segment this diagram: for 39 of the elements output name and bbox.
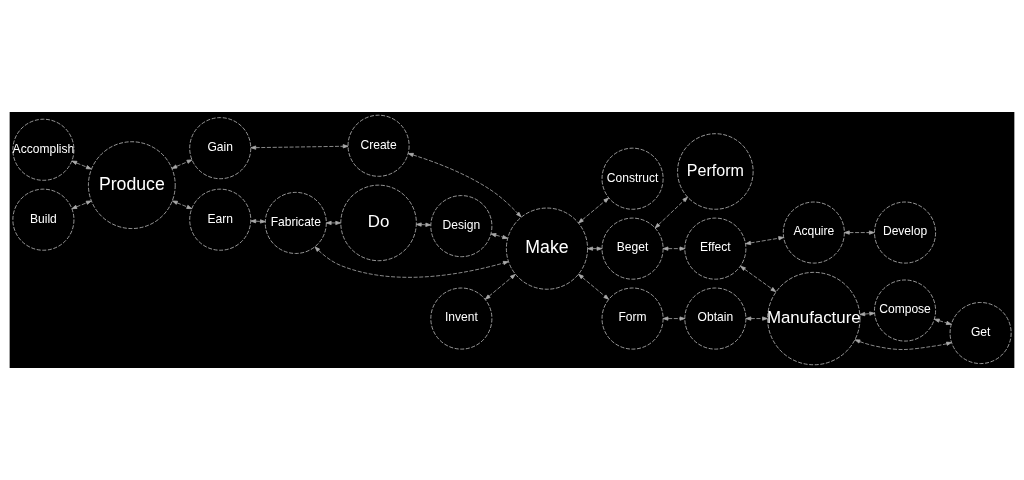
node-circle: Compose — [874, 279, 936, 342]
node-circle: Make — [505, 207, 588, 290]
arrow — [484, 274, 516, 300]
arrow — [934, 318, 952, 325]
arrow — [844, 230, 875, 235]
node-circle: Design — [430, 195, 493, 258]
arrow — [745, 316, 768, 321]
node-circle: Create — [347, 114, 410, 177]
node-circle: Obtain — [684, 287, 747, 350]
arrow — [587, 246, 603, 251]
arrow — [416, 222, 432, 227]
arrow — [250, 219, 266, 224]
arrow — [578, 197, 609, 224]
arrow — [314, 246, 509, 278]
arrow — [71, 200, 92, 210]
node-circle: Develop — [874, 201, 936, 264]
arrow — [490, 233, 508, 240]
node-circle: Do — [340, 184, 417, 262]
node-circle: Accomplish — [12, 118, 75, 181]
arrow — [662, 246, 686, 251]
node-circle: Earn — [189, 188, 252, 251]
node-circle: Get — [949, 302, 1012, 364]
node-circle: Gain — [189, 117, 252, 180]
arrow — [854, 339, 952, 350]
arrow — [578, 273, 609, 300]
arrow — [745, 236, 784, 245]
arrow — [171, 159, 193, 169]
node-circle: Build — [12, 188, 75, 251]
arrow — [250, 144, 349, 150]
node-circle: Acquire — [782, 201, 845, 264]
arrow — [740, 265, 777, 293]
arrow — [71, 160, 92, 170]
arrow — [654, 196, 688, 229]
node-circle: Perform — [677, 133, 754, 210]
arrow — [407, 152, 522, 218]
arrow — [662, 316, 686, 321]
arrow — [325, 220, 341, 225]
arrow — [859, 311, 875, 317]
arrow — [172, 200, 193, 210]
